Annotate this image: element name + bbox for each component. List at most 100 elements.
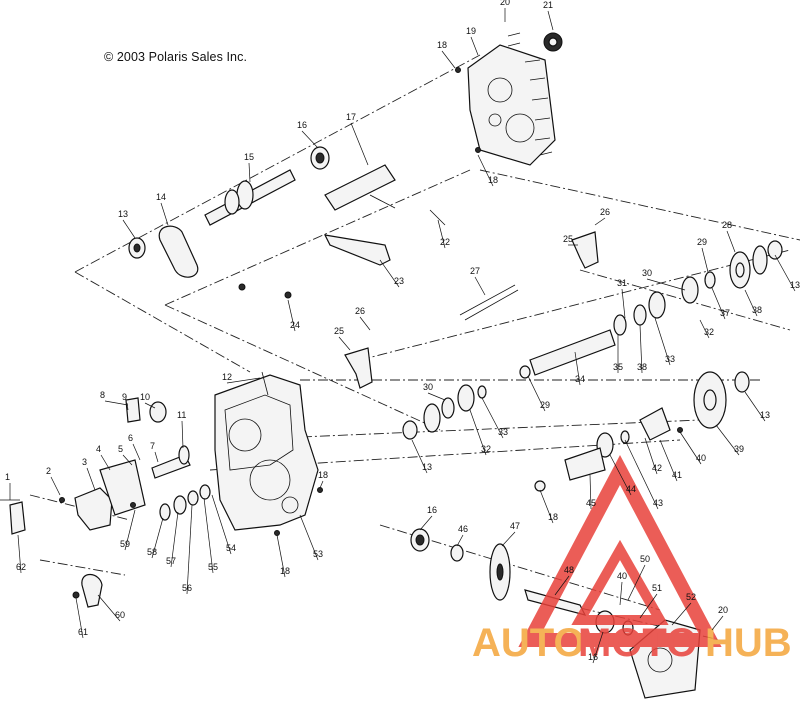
callout-leader — [427, 392, 446, 401]
callout-13d: 13 — [760, 410, 770, 420]
watermark-triangle-outer — [518, 455, 722, 647]
callout-leader — [679, 431, 702, 465]
callout-9: 9 — [122, 392, 127, 402]
callout-18c: 18 — [280, 566, 290, 576]
callout-leader — [276, 534, 286, 578]
callout-11: 11 — [177, 410, 186, 420]
callout-17: 17 — [346, 112, 356, 122]
callout-18d: 18 — [318, 470, 328, 480]
callout-leader — [151, 517, 164, 559]
callout-23: 23 — [394, 276, 404, 286]
callout-leader — [592, 631, 604, 664]
watermark-logo: AUTO MOTO HUB — [472, 455, 792, 665]
callout-21: 21 — [543, 0, 553, 10]
callout-26b: 26 — [355, 306, 365, 316]
callout-53: 53 — [313, 549, 323, 559]
callout-13a: 13 — [118, 209, 128, 219]
callout-41: 41 — [672, 470, 682, 480]
callout-leader — [574, 351, 581, 386]
callout-16c: 16 — [588, 652, 598, 662]
callout-leader — [646, 278, 686, 291]
callout-24: 24 — [290, 320, 300, 330]
callout-leader — [644, 437, 658, 475]
callout-22: 22 — [440, 237, 450, 247]
callout-leader — [181, 420, 184, 449]
callout-39: 39 — [734, 444, 744, 454]
callout-37: 37 — [720, 308, 730, 318]
callout-leader — [621, 288, 626, 319]
callout-leader — [639, 324, 643, 374]
callout-leader — [624, 439, 659, 510]
callout-30b: 30 — [423, 382, 433, 392]
callout-leader — [299, 514, 319, 561]
callout-62: 62 — [16, 562, 26, 572]
callout-29b: 29 — [540, 400, 550, 410]
callout-5: 5 — [118, 444, 123, 454]
callout-14: 14 — [156, 192, 166, 202]
callout-leader — [554, 575, 570, 596]
callout-leader — [639, 593, 658, 619]
callout-leader — [248, 162, 251, 183]
callout-40b: 40 — [617, 571, 627, 581]
callout-45: 45 — [586, 498, 596, 508]
callout-leader — [774, 254, 796, 292]
callout-leader — [456, 534, 464, 547]
input-shaft-group — [128, 146, 446, 299]
callout-56: 56 — [182, 583, 192, 593]
callout-leader — [609, 454, 632, 496]
callout-leader — [671, 602, 692, 626]
callout-42: 42 — [652, 463, 662, 473]
callout-leader — [726, 230, 736, 253]
callout-leader — [186, 504, 193, 595]
watermark-text-right: HUB — [705, 621, 792, 665]
callout-38b: 38 — [637, 362, 647, 372]
callout-leader — [469, 409, 487, 456]
callout-18e: 18 — [548, 512, 558, 522]
callout-44: 44 — [626, 484, 636, 494]
callout-leader — [619, 581, 623, 606]
left-components — [0, 397, 211, 608]
callout-25a: 25 — [563, 234, 573, 244]
callout-leader — [477, 154, 494, 187]
callout-leader — [126, 402, 129, 411]
callout-8: 8 — [100, 390, 105, 400]
callout-57: 57 — [166, 556, 176, 566]
callout-leader — [411, 439, 428, 474]
callout-33b: 33 — [498, 427, 508, 437]
callout-leader — [301, 130, 319, 149]
gearcase-cover-19 — [455, 32, 563, 166]
callout-leader — [350, 122, 369, 166]
callout-leader — [701, 247, 709, 273]
callout-leader — [97, 594, 121, 622]
callout-leader — [711, 615, 724, 631]
callout-54: 54 — [226, 543, 236, 553]
callout-28: 28 — [722, 220, 732, 230]
callout-leader — [379, 259, 400, 288]
callout-leader — [132, 443, 141, 461]
callout-12: 12 — [222, 372, 232, 382]
callout-leader — [319, 480, 324, 489]
callout-55: 55 — [208, 562, 218, 572]
callout-25b: 25 — [334, 326, 344, 336]
callout-38a: 38 — [752, 305, 762, 315]
callout-leader — [437, 219, 446, 249]
callout-leader — [441, 50, 456, 69]
copyright-notice: © 2003 Polaris Sales Inc. — [104, 50, 248, 64]
callout-leader — [470, 36, 479, 56]
callout-6: 6 — [128, 433, 133, 443]
callout-10: 10 — [140, 392, 150, 402]
callout-leader — [715, 424, 740, 456]
callout-leader — [594, 217, 606, 226]
callout-leader — [122, 454, 133, 466]
callout-leader — [527, 375, 546, 412]
callout-leader — [699, 319, 710, 339]
callout-31: 31 — [617, 278, 627, 288]
callout-34: 34 — [575, 374, 585, 384]
callout-16b: 16 — [427, 505, 437, 515]
callout-32b: 32 — [481, 444, 491, 454]
callout-leader — [170, 511, 179, 568]
callout-40a: 40 — [696, 453, 706, 463]
callout-18a: 18 — [437, 40, 447, 50]
callout-51: 51 — [652, 583, 662, 593]
callout-leader — [86, 467, 96, 491]
